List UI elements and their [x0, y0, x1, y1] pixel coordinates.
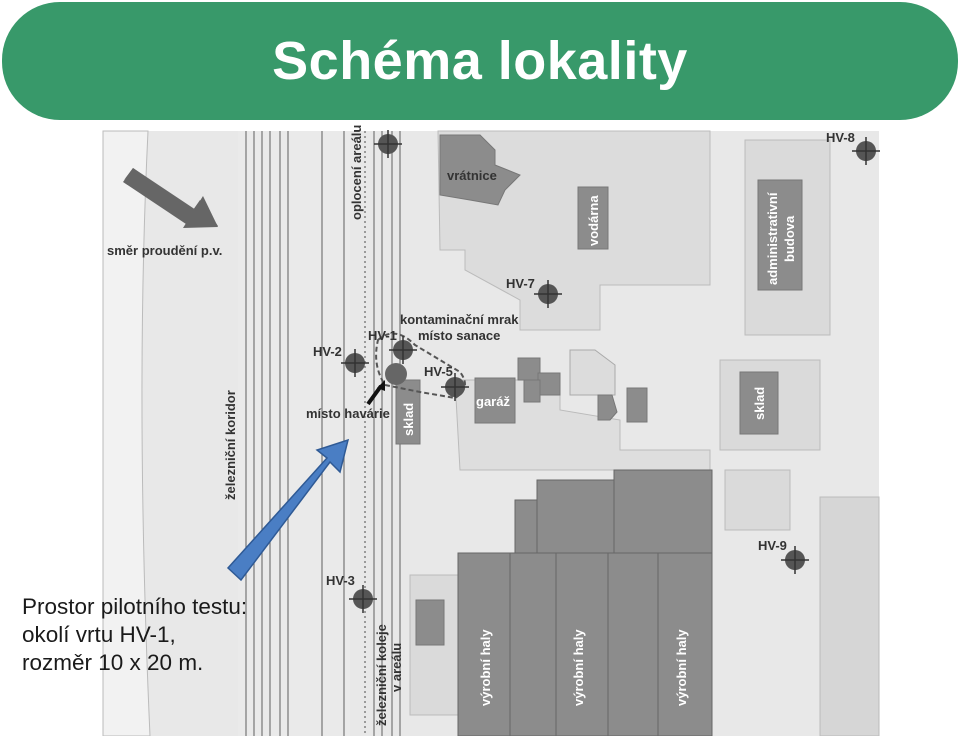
hall-upper-mid	[536, 479, 615, 554]
title-banner: Schéma lokality	[2, 2, 958, 120]
small-building-a	[517, 357, 541, 381]
rail-corridor	[238, 131, 350, 736]
well-hv1-label: HV-1	[368, 328, 397, 343]
rail-corridor-label: železniční koridor	[223, 390, 238, 500]
admin-building	[757, 179, 803, 291]
storage-building-2	[739, 371, 779, 435]
accident-arrowhead	[377, 380, 385, 391]
hall-2	[509, 552, 557, 736]
hall-5	[657, 552, 713, 736]
well-hv7-label: HV-7	[506, 276, 535, 291]
hall-1-label: výrobní haly	[478, 629, 493, 706]
small-building-e	[597, 394, 618, 421]
contamination-plume	[375, 332, 466, 400]
rail-siding-label-1: železniční koleje	[374, 624, 389, 726]
right-edge-block	[819, 496, 880, 736]
blue-pointer-arrow	[226, 438, 350, 582]
garage-label: garáž	[476, 394, 510, 409]
well-hv3-label: HV-3	[326, 573, 355, 588]
contamination-label-2: místo sanace	[418, 328, 500, 343]
well-hv9-label: HV-9	[758, 538, 787, 553]
flow-direction-arrowhead	[183, 196, 218, 228]
fence-label: oplocení areálu	[349, 125, 364, 220]
storage-building-1	[395, 379, 421, 445]
admin-building-label-1: administrativní	[765, 192, 780, 285]
well-hv8-label: HV-8	[826, 130, 855, 145]
storage-2-label: sklad	[752, 387, 767, 420]
waterworks-label: vodárna	[586, 195, 601, 246]
small-building-f	[626, 387, 648, 423]
accident-arrow	[366, 384, 383, 406]
accident-spot	[385, 363, 407, 385]
caption-line-1: Prostor pilotního testu:	[22, 594, 248, 619]
storage-1-label: sklad	[401, 403, 416, 436]
caption-line-2: okolí vrtu HV-1,	[22, 622, 176, 647]
gatehouse-label: vrátnice	[447, 168, 497, 183]
right-block-3	[724, 469, 791, 531]
small-building-b	[537, 372, 561, 396]
rail-siding-label-2: v areálu	[389, 643, 404, 692]
accident-label: místo havárie	[306, 406, 390, 421]
hall-upper-left	[514, 499, 540, 554]
garage-building	[474, 377, 516, 424]
flow-direction-label: směr proudění p.v.	[107, 243, 222, 258]
small-building-c	[523, 379, 541, 403]
small-building-g	[415, 599, 445, 646]
hall-4	[607, 552, 659, 736]
rail-corridor-tracks	[245, 131, 345, 736]
hall-2-label: výrobní haly	[571, 629, 586, 706]
admin-building-label-2: budova	[782, 215, 797, 262]
well-hv5-label: HV-5	[424, 364, 453, 379]
gatehouse-building	[439, 134, 521, 206]
hall-1	[457, 552, 511, 736]
small-building-d	[569, 349, 616, 396]
flow-direction-arrow-body	[123, 168, 196, 224]
pilot-test-caption: Prostor pilotního testu: okolí vrtu HV-1…	[22, 593, 322, 677]
page-title: Schéma lokality	[272, 31, 688, 91]
hall-3-label: výrobní haly	[674, 629, 689, 706]
well-hv2-label: HV-2	[313, 344, 342, 359]
waterworks-building	[577, 186, 609, 250]
caption-line-3: rozměr 10 x 20 m.	[22, 650, 204, 675]
hall-upper-right	[613, 469, 713, 554]
contamination-label-1: kontaminační mrak	[400, 312, 519, 327]
